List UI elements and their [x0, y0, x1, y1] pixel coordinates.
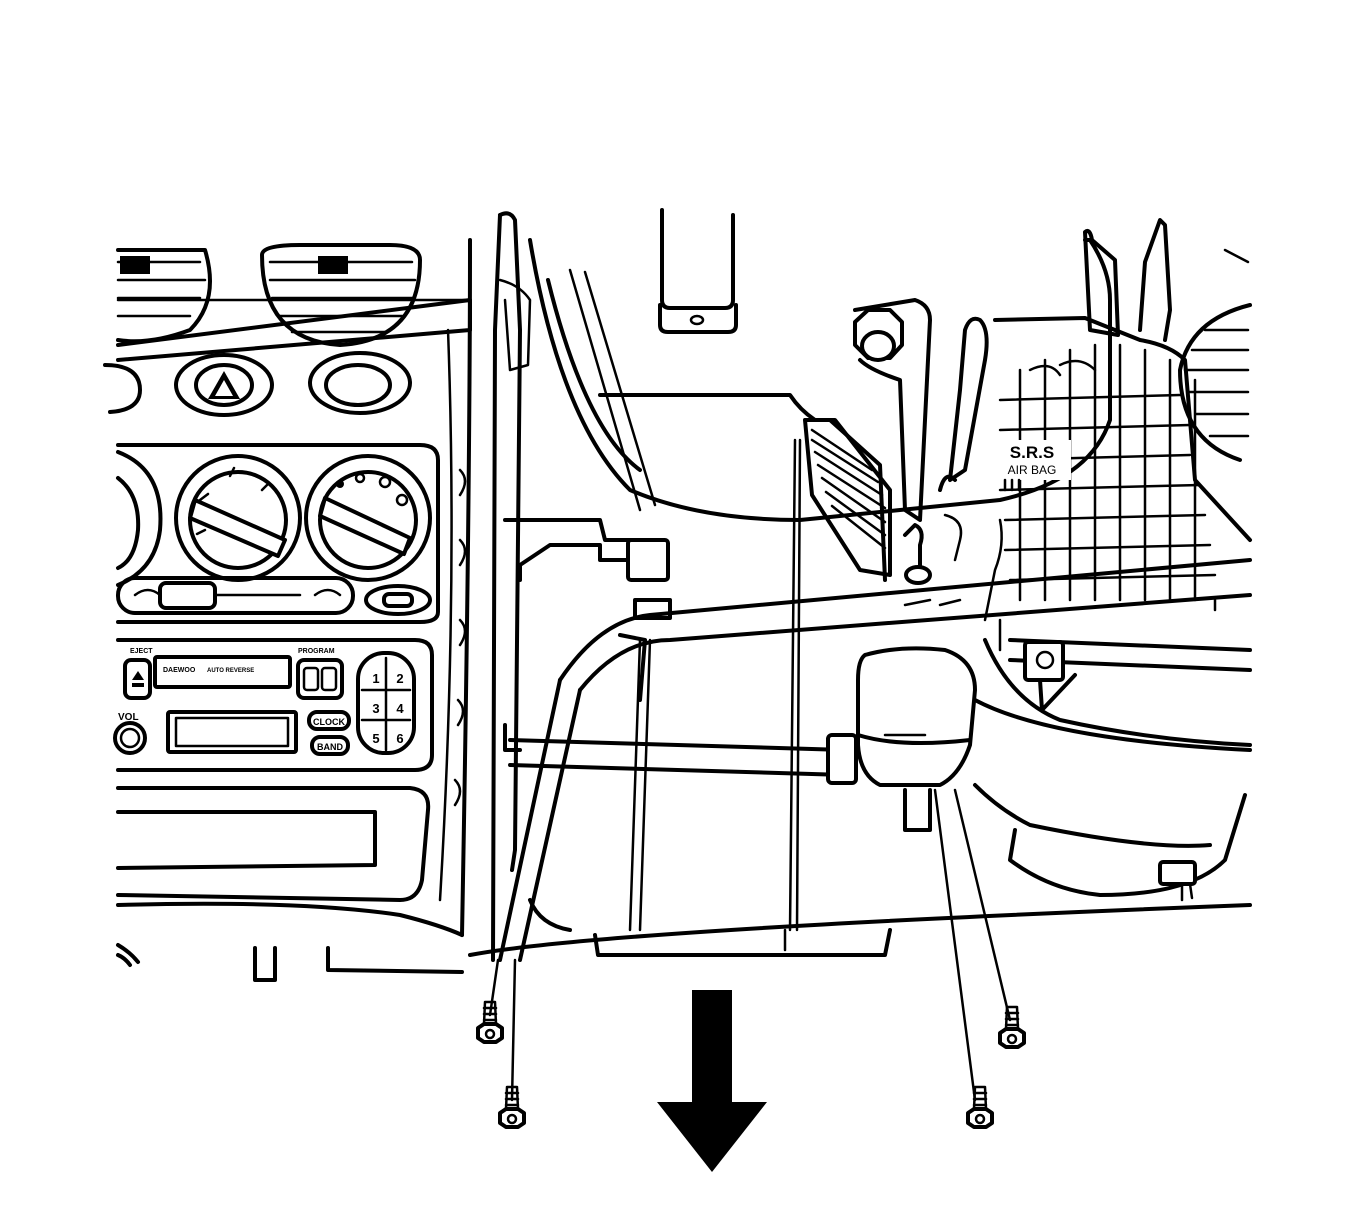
- band-button[interactable]: BAND: [310, 735, 350, 756]
- screw-icon: [998, 1005, 1026, 1049]
- svg-text:BAND: BAND: [317, 742, 343, 752]
- vol-label: VOL: [118, 712, 139, 723]
- preset-2[interactable]: 2: [396, 671, 403, 686]
- airbag-label: AIR BAG: [1008, 463, 1057, 477]
- recirculation-button[interactable]: [364, 584, 432, 616]
- program-buttons[interactable]: [296, 658, 344, 700]
- passenger-air-vent: [1178, 303, 1252, 462]
- left-air-vent: [116, 248, 212, 344]
- hazard-button[interactable]: hazard-triangle-icon: [174, 353, 274, 417]
- center-console: hazard-triangle-icon: [103, 238, 472, 982]
- knee-bolster-bracket: [856, 646, 977, 832]
- program-label: PROGRAM: [298, 648, 335, 655]
- side-connector: [1023, 640, 1077, 712]
- brand-label: DAEWOO: [163, 667, 196, 674]
- temperature-knob[interactable]: [174, 454, 302, 582]
- screw-icon: [476, 1000, 504, 1044]
- screw-icon: [498, 1085, 526, 1129]
- volume-knob[interactable]: [113, 721, 147, 755]
- eject-label: EJECT: [130, 648, 153, 655]
- preset-1[interactable]: 1: [372, 671, 379, 686]
- climate-control-panel: [116, 443, 440, 624]
- radio-unit: EJECT DAEWOO AUTO REVERSE PROGRAM VOL: [113, 638, 434, 772]
- storage-tray: [116, 786, 464, 937]
- preset-buttons[interactable]: [356, 651, 416, 755]
- mounting-bolt: [853, 298, 932, 522]
- lower-dash-panel: [468, 208, 1252, 962]
- fan-slider[interactable]: [116, 576, 355, 615]
- down-arrow-icon: [657, 990, 767, 1172]
- auto-reverse-label: AUTO REVERSE: [207, 668, 254, 674]
- mode-knob[interactable]: [304, 454, 432, 582]
- preset-5[interactable]: 5: [372, 731, 379, 746]
- preset-3[interactable]: 3: [372, 701, 379, 716]
- upper-mounting-bracket: [658, 208, 738, 334]
- preset-6[interactable]: 6: [396, 731, 403, 746]
- srs-label: S.R.S: [1010, 443, 1054, 462]
- clock-button[interactable]: CLOCK: [307, 710, 351, 731]
- radio-display: [166, 710, 298, 754]
- center-air-vent: [260, 243, 422, 347]
- screws: [488, 788, 1012, 1102]
- svg-text:CLOCK: CLOCK: [313, 717, 345, 727]
- eject-button[interactable]: [123, 658, 152, 700]
- airbag-module: S.R.S AIR BAG: [853, 218, 1252, 902]
- screw-icon: [966, 1085, 994, 1129]
- side-vent-grille: [803, 418, 892, 577]
- cassette-slot[interactable]: DAEWOO AUTO REVERSE: [153, 655, 292, 689]
- wire-connector: [1158, 860, 1197, 902]
- round-switch[interactable]: [308, 351, 412, 415]
- crossbar: [503, 723, 858, 785]
- screw-group: [476, 1000, 1026, 1129]
- preset-4[interactable]: 4: [396, 701, 404, 716]
